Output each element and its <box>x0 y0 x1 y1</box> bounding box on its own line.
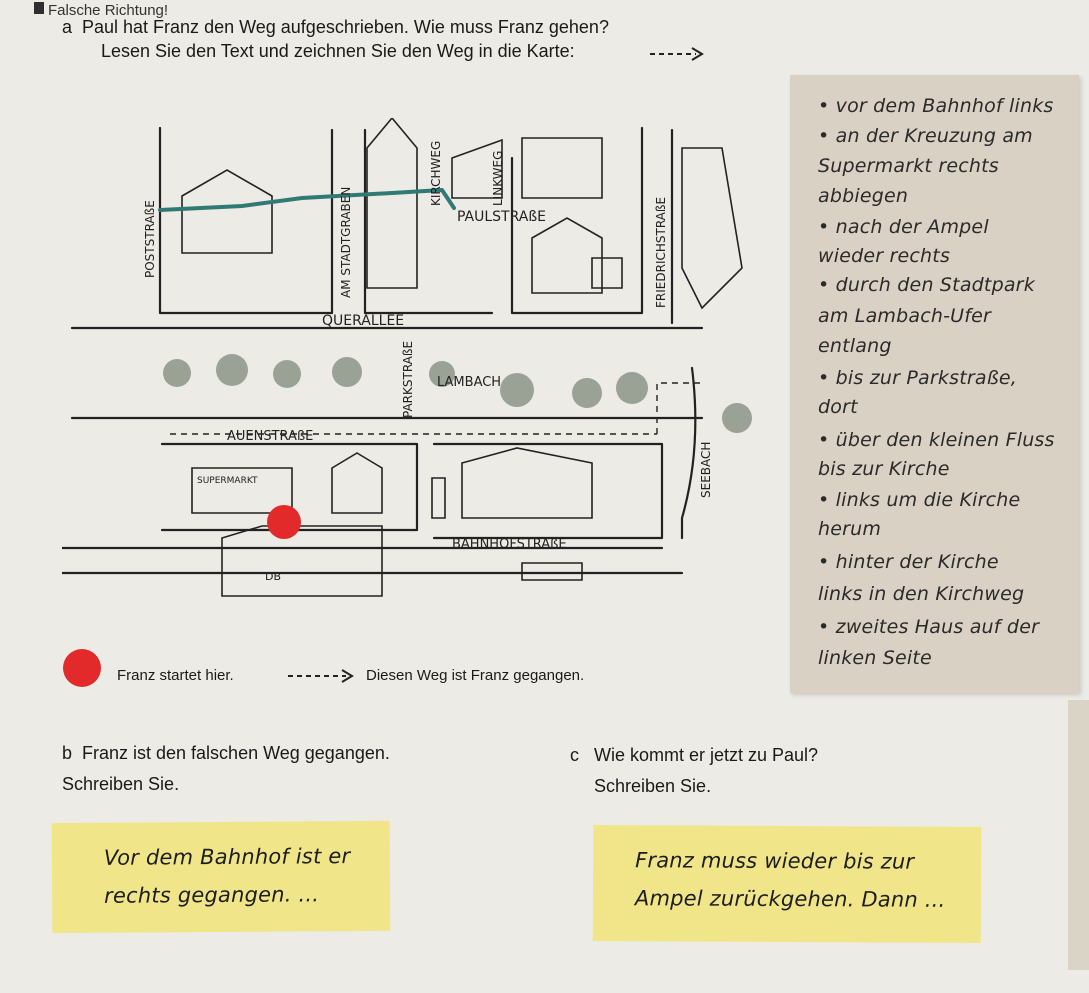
map-label-paulstrasse: PAULSTRAßE <box>457 209 546 225</box>
note-line: Supermarkt rechts <box>818 155 999 177</box>
map-house-post <box>181 169 273 254</box>
map-label-lambach: LAMBACH <box>437 375 501 390</box>
legend-path-text: Diesen Weg ist Franz gegangen. <box>366 667 585 684</box>
note-line: • durch den Stadtpark <box>818 274 1035 296</box>
map-label-querallee: QUERALLEE <box>322 313 404 329</box>
map-supermarket-building <box>191 467 293 514</box>
map-tree <box>429 361 455 387</box>
note-line: • zweites Haus auf der <box>818 616 1040 638</box>
map-garage <box>591 257 623 289</box>
answer-c-line1: Franz muss wieder bis zur <box>635 848 915 874</box>
note-line: herum <box>818 518 882 540</box>
map-tree <box>273 360 301 388</box>
map-house-paul <box>531 217 603 294</box>
page-edge <box>1068 700 1089 970</box>
map-tree <box>722 403 752 433</box>
note-line: wieder rechts <box>818 245 951 267</box>
map-train <box>521 562 583 581</box>
map-label-parkstrasse: PARKSTRAßE <box>401 341 415 418</box>
map-tree <box>572 378 602 408</box>
map-church <box>366 118 418 289</box>
map-block-west <box>158 126 334 315</box>
note-line: entlang <box>818 335 892 357</box>
note-line: dort <box>818 396 858 418</box>
task-c-letter: c <box>570 745 579 765</box>
map-label-db: DB <box>265 570 281 583</box>
exercise-number-badge <box>34 2 44 14</box>
task-b-line1: Franz ist den falschen Weg gegangen. <box>82 743 390 763</box>
map-label-am-stadtgraben: AM STADTGRABEN <box>339 187 353 298</box>
exercise-title: Falsche Richtung! <box>48 2 169 19</box>
map-house-small <box>331 452 383 514</box>
task-b-letter: b <box>62 743 73 763</box>
note-line: bis zur Kirche <box>818 458 950 480</box>
answer-box-b[interactable]: Vor dem Bahnhof ist er rechts gegangen. … <box>51 820 391 934</box>
map-dashed-route-park <box>656 382 702 434</box>
map-label-auenstrasse: AUENSTRAßE <box>227 429 313 444</box>
map-tree <box>332 357 362 387</box>
map-block-center <box>363 128 494 315</box>
map-tower <box>681 147 743 310</box>
note-line: links in den Kirchweg <box>818 583 1025 605</box>
map-start-marker <box>267 505 301 539</box>
task-b-line2: Schreiben Sie. <box>62 774 180 794</box>
note-line: • über den kleinen Fluss <box>818 429 1055 451</box>
map-house-row <box>461 447 593 519</box>
task-a-line1: Paul hat Franz den Weg aufgeschrieben. W… <box>82 17 609 37</box>
map-traffic-light <box>431 477 446 519</box>
start-marker-icon <box>63 649 101 687</box>
answer-box-c[interactable]: Franz muss wieder bis zur Ampel zurückge… <box>592 824 982 944</box>
dashed-arrow-icon <box>288 669 354 683</box>
note-line: • nach der Ampel <box>818 216 989 238</box>
map-block-church <box>510 126 644 315</box>
note-line: • bis zur Parkstraße, <box>818 367 1018 389</box>
directions-note: • vor dem Bahnhof links • an der Kreuzun… <box>790 75 1079 693</box>
note-line: am Lambach-Ufer <box>818 305 992 327</box>
task-c-line1: Wie kommt er jetzt zu Paul? <box>594 745 819 765</box>
answer-b-line2: rechts gegangen. ... <box>104 882 320 908</box>
note-line: abbiegen <box>818 185 909 207</box>
map-label-poststrasse: POSTSTRAßE <box>143 200 157 278</box>
answer-b-line1: Vor dem Bahnhof ist er <box>103 844 351 870</box>
map-label-bahnhofstrasse: BAHNHOFSTRAßE <box>452 537 567 552</box>
map-river-seebach <box>680 366 697 540</box>
map-station-building <box>221 525 383 597</box>
map-label-friedrichstrasse: FRIEDRICHSTRAßE <box>654 197 668 308</box>
map-route-painted <box>158 188 456 212</box>
map-label-kirchweg: KIRCHWEG <box>429 141 443 206</box>
answer-c-line2: Ampel zurückgehen. Dann ... <box>634 886 946 912</box>
note-line: linken Seite <box>818 647 932 669</box>
legend-start-text: Franz startet hier. <box>117 667 234 684</box>
map-label-supermarkt: SUPERMARKT <box>197 476 258 486</box>
map-block-station <box>432 442 664 540</box>
task-a-line2: Lesen Sie den Text und zeichnen Sie den … <box>101 41 575 61</box>
map-label-linkweg: LINKWEG <box>491 151 505 206</box>
note-line: • links um die Kirche <box>818 489 1021 511</box>
map-tree <box>216 354 248 386</box>
map-tree <box>500 373 534 407</box>
map-label-seebach: SEEBACH <box>699 442 713 498</box>
note-line: • hinter der Kirche <box>818 551 999 573</box>
map-tree <box>163 359 191 387</box>
task-c-line2: Schreiben Sie. <box>594 776 712 796</box>
dashed-arrow-icon <box>650 47 704 61</box>
town-map: POSTSTRAßE AM STADTGRABEN KIRCHWEG LINKW… <box>62 118 752 597</box>
map-tree <box>616 372 648 404</box>
map-house-linkweg <box>521 137 603 199</box>
map-house-kirchweg <box>451 138 503 199</box>
task-a-letter: a <box>62 17 73 37</box>
note-line: • an der Kreuzung am <box>818 125 1033 147</box>
note-line: • vor dem Bahnhof links <box>818 95 1054 117</box>
